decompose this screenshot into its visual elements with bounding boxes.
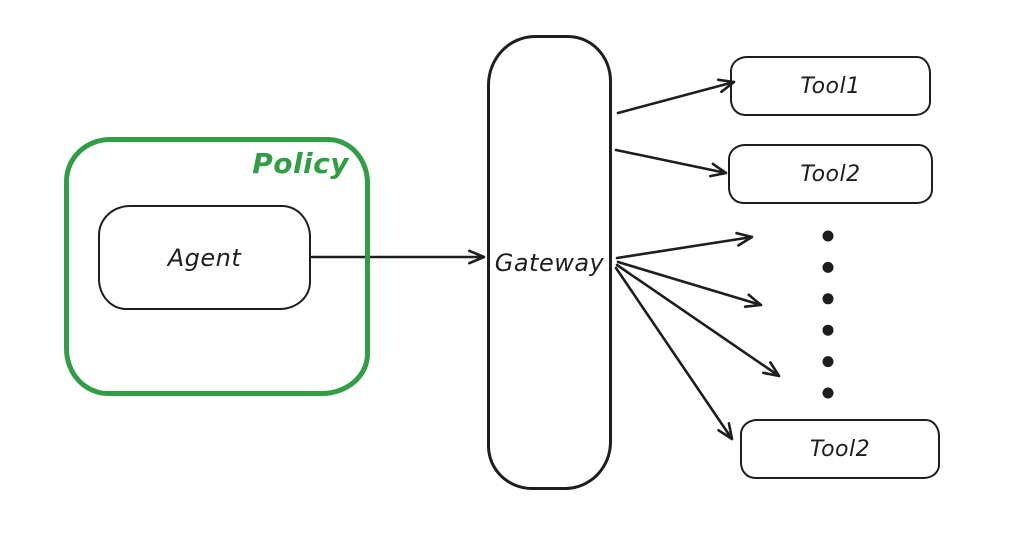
policy-group-box[interactable]: Policy (64, 137, 370, 396)
arrow-gateway-fan-2 (616, 260, 763, 308)
ellipsis-dot (822, 293, 834, 305)
gateway-node[interactable]: Gateway (487, 35, 612, 490)
ellipsis-dots (822, 230, 834, 399)
policy-label: Policy (252, 147, 349, 180)
ellipsis-dot (822, 356, 834, 368)
ellipsis-dot (822, 324, 834, 336)
tool2-label: Tool2 (800, 161, 861, 187)
gateway-label: Gateway (494, 248, 605, 277)
tool1-label: Tool1 (800, 73, 861, 99)
ellipsis-dot (822, 230, 834, 242)
agent-label: Agent (167, 243, 242, 272)
tool-last-node[interactable]: Tool2 (740, 419, 940, 479)
ellipsis-dot (822, 261, 834, 273)
ellipsis-dot (822, 387, 834, 399)
arrow-gateway-fan-1 (615, 231, 754, 260)
agent-node[interactable]: Agent (98, 205, 311, 310)
arrow-gateway-to-tool2 (614, 148, 728, 178)
tool2-node[interactable]: Tool2 (728, 144, 933, 204)
arrow-gateway-fan-3 (615, 263, 781, 378)
tool1-node[interactable]: Tool1 (730, 56, 931, 116)
arrow-gateway-to-tool-last (614, 266, 734, 441)
arrow-gateway-to-tool1 (616, 78, 736, 115)
tool-last-label: Tool2 (809, 436, 871, 462)
